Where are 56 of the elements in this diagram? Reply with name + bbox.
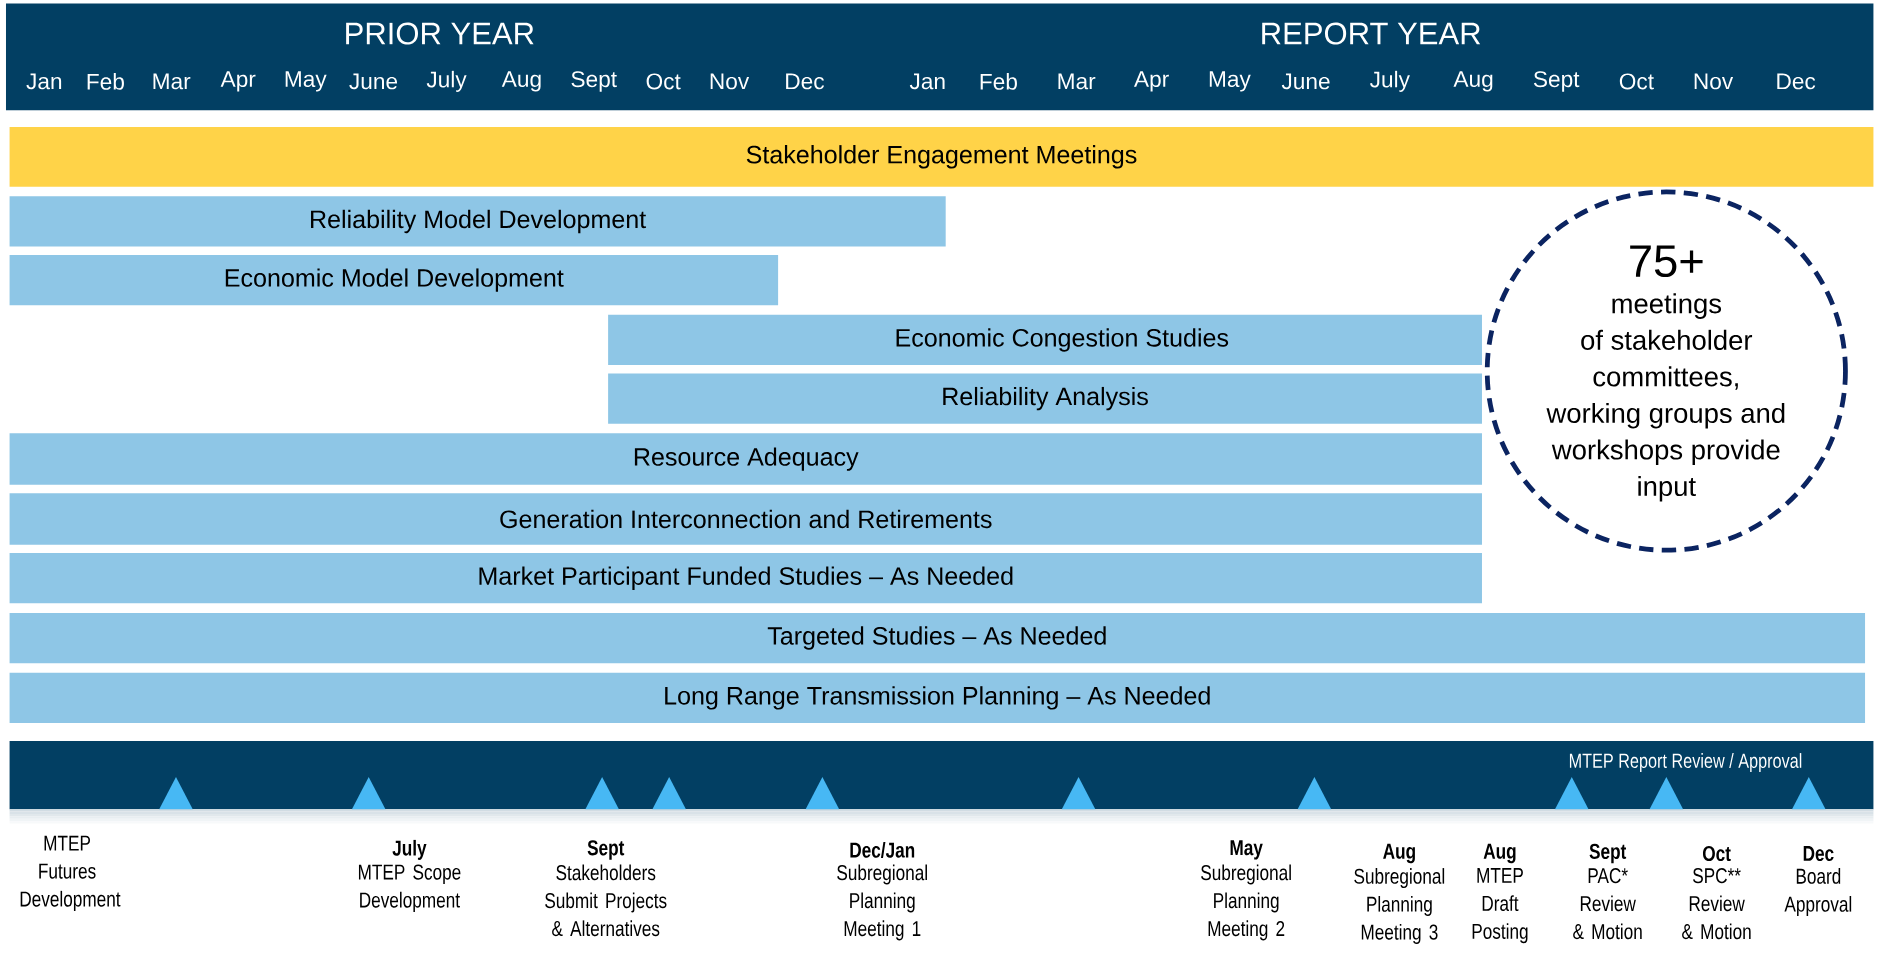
year-heading: PRIOR YEAR (346, 22, 534, 45)
month-label: Feb (980, 73, 1017, 90)
activity-bar: Reliability Analysis (608, 373, 1482, 424)
month-label: Apr (220, 71, 256, 92)
month-label: June (349, 73, 398, 90)
month-label: Sept (1533, 71, 1580, 92)
milestone-label: MTEP Scope Development (358, 864, 461, 912)
milestone-month: Sept (1589, 843, 1627, 864)
milestone-label: PAC* Review & Motion (1573, 868, 1642, 940)
milestone-label: Board Approval (1784, 868, 1852, 917)
month-label: July (1370, 70, 1410, 93)
month-label: Oct (646, 73, 681, 90)
month-label: Nov (1694, 73, 1734, 90)
month-label: Mar (1058, 73, 1096, 90)
month-label: Aug (501, 71, 541, 92)
milestone-month: Dec/Jan (850, 842, 915, 858)
milestone-month: July (392, 839, 427, 860)
month-label: May (1209, 71, 1251, 92)
activity-bar: Economic Model Development (9, 255, 779, 306)
milestone-label: Subregional Planning Meeting 2 (1201, 864, 1291, 941)
year-heading: REPORT YEAR (1262, 22, 1481, 45)
month-label: Dec (1777, 73, 1816, 90)
month-label: Feb (87, 73, 124, 90)
month-label: Dec (786, 73, 824, 90)
month-label: May (285, 71, 327, 92)
milestone-label: MTEP Futures Development (20, 835, 121, 911)
activity-bar: Targeted Studies – As Needed (9, 612, 1866, 664)
milestone-month: Sept (587, 840, 625, 860)
month-label: June (1281, 73, 1330, 90)
milestone-month: Dec (1803, 846, 1834, 862)
month-label: Apr (1134, 71, 1169, 92)
milestone-label: SPC** Review & Motion (1682, 868, 1751, 940)
milestone-label: Subregional Planning Meeting 3 (1354, 868, 1445, 945)
milestone-month: Aug (1383, 843, 1415, 864)
activity-bar: Generation Interconnection and Retirements (9, 493, 1482, 545)
milestone-label: Stakeholders Submit Projects & Alternatives (545, 864, 667, 937)
month-label: Mar (153, 73, 191, 90)
month-label: Nov (710, 73, 750, 90)
milestone-month: Oct (1703, 845, 1731, 862)
milestone-label: MTEP Draft Posting (1472, 868, 1528, 944)
month-label: Aug (1453, 71, 1493, 92)
activity-bar: Economic Congestion Studies (608, 314, 1482, 366)
activity-bar: Resource Adequacy (9, 433, 1482, 485)
month-label: July (426, 70, 467, 93)
activity-bar: Long Range Transmission Planning – As Needed (9, 672, 1866, 724)
milestone-month: Aug (1483, 843, 1516, 864)
month-label: Oct (1619, 73, 1654, 90)
milestone-label: Subregional Planning Meeting 1 (837, 864, 927, 941)
activity-bar: Reliability Model Development (9, 196, 946, 247)
month-label: Jan (26, 73, 62, 90)
activity-bar: Stakeholder Engagement Meetings (9, 126, 1874, 187)
activity-bar: Market Participant Funded Studies – As Needed (9, 553, 1482, 604)
phase-label: MTEP Report Review / Approval (1569, 753, 1802, 773)
milestone-month: May (1230, 840, 1263, 860)
month-label: Jan (909, 73, 945, 90)
month-label: Sept (571, 71, 617, 92)
